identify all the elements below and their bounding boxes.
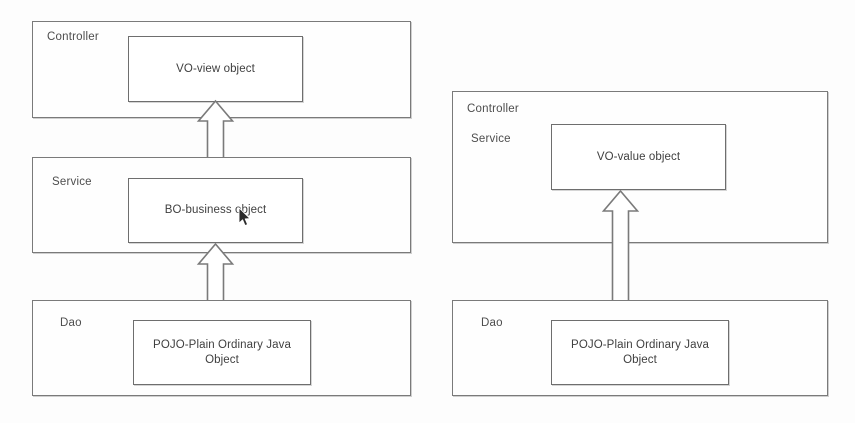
layer-label-controller: Controller	[467, 103, 519, 115]
layer-label-controller: Controller	[47, 31, 99, 43]
layer-label-service: Service	[471, 133, 511, 145]
inner-box-pojo[interactable]: POJO-Plain Ordinary Java Object	[133, 320, 311, 385]
inner-box-label: VO-view object	[176, 62, 255, 75]
layer-label-dao: Dao	[481, 317, 503, 329]
inner-box-bo-business-object[interactable]: BO-business object	[128, 178, 303, 243]
inner-box-label: VO-value object	[596, 150, 681, 163]
inner-box-label: POJO-Plain Ordinary Java Object	[153, 338, 291, 366]
inner-box-label: POJO-Plain Ordinary Java Object	[571, 338, 709, 366]
inner-box-vo-view-object[interactable]: VO-view object	[128, 36, 303, 102]
layer-label-dao: Dao	[60, 317, 82, 329]
layer-label-service: Service	[52, 176, 92, 188]
inner-box-pojo[interactable]: POJO-Plain Ordinary Java Object	[551, 320, 729, 385]
inner-box-vo-value-object[interactable]: VO-value object	[551, 124, 726, 190]
inner-box-label: BO-business object	[164, 204, 267, 216]
